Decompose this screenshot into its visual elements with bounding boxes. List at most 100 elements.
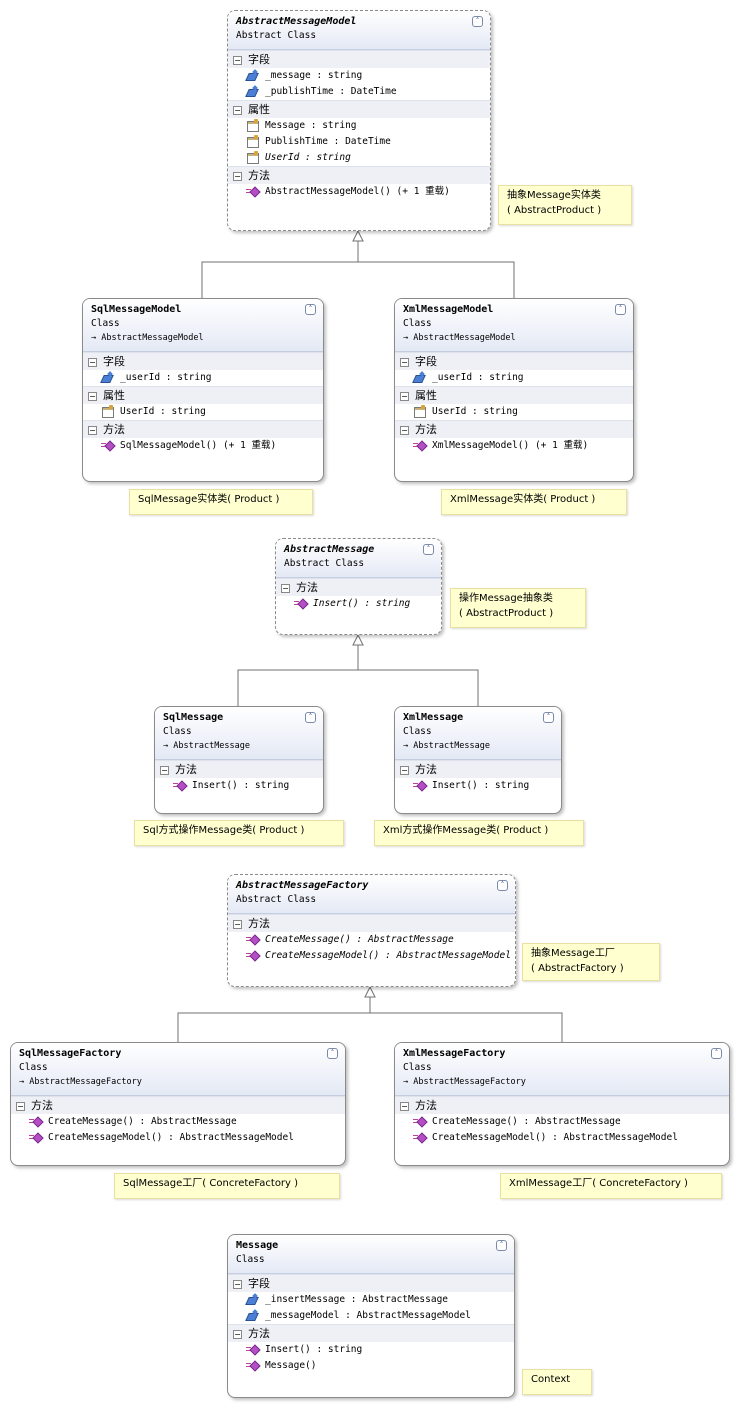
section-toggle-icon[interactable]: − <box>233 919 242 929</box>
base-class-name: AbstractMessageModel <box>101 333 204 343</box>
collapse-icon[interactable]: ˄ <box>615 304 626 315</box>
member-text: SqlMessageModel() (+ 1 重载) <box>120 440 277 451</box>
section-title: 属性 <box>415 389 437 402</box>
section-header[interactable]: −属性 <box>228 100 490 118</box>
member-row[interactable]: _insertMessage : AbstractMessage <box>228 1292 514 1308</box>
member-row[interactable]: UserId : string <box>395 404 633 420</box>
section-toggle-icon[interactable]: − <box>400 357 409 367</box>
section-title: 属性 <box>103 389 125 402</box>
member-row[interactable]: UserId : string <box>228 150 490 166</box>
section-toggle-icon[interactable]: − <box>400 391 409 401</box>
collapse-icon[interactable]: ˄ <box>543 712 554 723</box>
member-row[interactable]: UserId : string <box>83 404 323 420</box>
member-row[interactable]: Insert() : string <box>228 1342 514 1358</box>
section-toggle-icon[interactable]: − <box>400 765 409 775</box>
property-icon <box>413 405 426 418</box>
base-class-name: AbstractMessage <box>173 741 251 751</box>
section-header[interactable]: −方法 <box>228 1324 514 1342</box>
member-text: CreateMessage() : AbstractMessage <box>48 1116 237 1127</box>
section-toggle-icon[interactable]: − <box>233 1279 242 1289</box>
collapse-icon[interactable]: ˄ <box>472 16 483 27</box>
section-toggle-icon[interactable]: − <box>233 55 242 65</box>
section-toggle-icon[interactable]: − <box>88 357 97 367</box>
collapse-icon[interactable]: ˄ <box>327 1048 338 1059</box>
collapse-icon[interactable]: ˄ <box>711 1048 722 1059</box>
member-row[interactable]: Insert() : string <box>276 596 441 612</box>
member-row[interactable]: AbstractMessageModel() (+ 1 重载) <box>228 184 490 200</box>
inherit-arrow-model <box>352 229 364 242</box>
member-row[interactable]: PublishTime : DateTime <box>228 134 490 150</box>
section-header[interactable]: −方法 <box>228 914 515 932</box>
section-toggle-icon[interactable]: − <box>281 583 290 593</box>
member-row[interactable]: Message : string <box>228 118 490 134</box>
class-name: SqlMessageModel <box>91 304 182 315</box>
member-row[interactable]: Insert() : string <box>155 778 323 794</box>
section-header[interactable]: −方法 <box>83 420 323 438</box>
section-header[interactable]: −属性 <box>395 386 633 404</box>
collapse-icon[interactable]: ˄ <box>496 1240 507 1251</box>
member-row[interactable]: CreateMessageModel() : AbstractMessageMo… <box>395 1130 729 1146</box>
member-row[interactable]: _userId : string <box>83 370 323 386</box>
section-header[interactable]: −字段 <box>83 352 323 370</box>
section-header[interactable]: −方法 <box>395 760 561 778</box>
section-header[interactable]: −方法 <box>155 760 323 778</box>
member-row[interactable]: Insert() : string <box>395 778 561 794</box>
section-header[interactable]: −方法 <box>11 1096 345 1114</box>
member-row[interactable]: CreateMessageModel() : AbstractMessageMo… <box>228 948 515 964</box>
member-row[interactable]: CreateMessage() : AbstractMessage <box>228 932 515 948</box>
section-header[interactable]: −字段 <box>395 352 633 370</box>
member-row[interactable]: CreateMessageModel() : AbstractMessageMo… <box>11 1130 345 1146</box>
collapse-icon[interactable]: ˄ <box>305 304 316 315</box>
member-row[interactable]: CreateMessage() : AbstractMessage <box>11 1114 345 1130</box>
collapse-icon[interactable]: ˄ <box>423 544 434 555</box>
note-abstract-message-factory: 抽象Message工厂 ( AbstractFactory ) <box>522 943 660 981</box>
section-header[interactable]: −字段 <box>228 50 490 68</box>
section-toggle-icon[interactable]: − <box>233 171 242 181</box>
member-row[interactable]: CreateMessage() : AbstractMessage <box>395 1114 729 1130</box>
collapse-icon[interactable]: ˄ <box>305 712 316 723</box>
member-row[interactable]: _userId : string <box>395 370 633 386</box>
member-row[interactable]: XmlMessageModel() (+ 1 重载) <box>395 438 633 454</box>
section-toggle-icon[interactable]: − <box>233 1329 242 1339</box>
section-header[interactable]: −方法 <box>395 420 633 438</box>
section-toggle-icon[interactable]: − <box>88 391 97 401</box>
class-base: → AbstractMessage <box>403 739 553 753</box>
section-header[interactable]: −方法 <box>395 1096 729 1114</box>
class-base: → AbstractMessageModel <box>91 331 315 345</box>
section-toggle-icon[interactable]: − <box>88 425 97 435</box>
field-icon <box>101 372 114 383</box>
class-base: → AbstractMessageModel <box>403 331 625 345</box>
member-row[interactable]: Message() <box>228 1358 514 1374</box>
section-toggle-icon[interactable]: − <box>16 1101 25 1111</box>
member-row[interactable]: SqlMessageModel() (+ 1 重载) <box>83 438 323 454</box>
member-row[interactable]: _messageModel : AbstractMessageModel <box>228 1308 514 1324</box>
class-stereotype: Class <box>403 1062 432 1073</box>
section-header[interactable]: −方法 <box>228 166 490 184</box>
inheritance-arrow-icon: → <box>91 333 102 343</box>
section-header[interactable]: −字段 <box>228 1274 514 1292</box>
section-header[interactable]: −方法 <box>276 578 441 596</box>
section-toggle-icon[interactable]: − <box>233 105 242 115</box>
note-sql-message-model: SqlMessage实体类( Product ) <box>129 489 313 515</box>
field-icon <box>246 86 259 97</box>
section-header[interactable]: −属性 <box>83 386 323 404</box>
section-toggle-icon[interactable]: − <box>400 1101 409 1111</box>
member-row[interactable]: _publishTime : DateTime <box>228 84 490 100</box>
section-toggle-icon[interactable]: − <box>160 765 169 775</box>
member-row[interactable]: _message : string <box>228 68 490 84</box>
collapse-icon[interactable]: ˄ <box>497 880 508 891</box>
section-toggle-icon[interactable]: − <box>400 425 409 435</box>
